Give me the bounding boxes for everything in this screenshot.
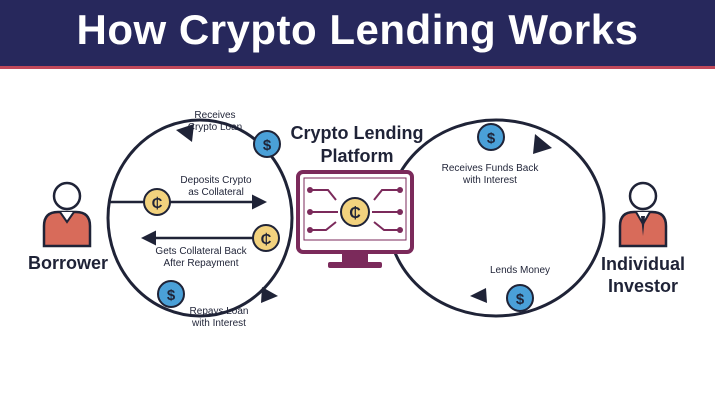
investor-person-icon [618, 181, 668, 248]
svg-text:₵: ₵ [261, 231, 272, 248]
svg-text:$: $ [516, 291, 525, 308]
dollar-coin-icon: $ [157, 280, 185, 308]
deposits-collateral-label-line2: as Collateral [188, 187, 244, 198]
borrower-label: Borrower [28, 253, 108, 273]
receives-funds-label-line1: Receives Funds Back [442, 163, 540, 174]
lends-money-label: Lends Money [490, 265, 550, 276]
investor-label-line1: Individual [601, 254, 685, 274]
svg-text:$: $ [167, 287, 176, 304]
receives-loan-label-line1: Receives [194, 110, 235, 121]
svg-text:$: $ [487, 130, 496, 147]
collateral-back-label-line1: Gets Collateral Back [155, 246, 247, 257]
borrower-person-icon [42, 181, 92, 248]
platform-monitor-icon: ₵ [296, 170, 414, 268]
crypto-coin-icon: ₵ [252, 224, 280, 252]
header-bar: How Crypto Lending Works [0, 0, 715, 69]
receives-loan-label-line2: Crypto Loan [188, 122, 242, 133]
arrow-repays-loan [261, 287, 278, 303]
dollar-coin-icon: $ [506, 284, 534, 312]
platform-title-line2: Platform [320, 146, 393, 166]
svg-text:₵: ₵ [152, 195, 163, 212]
page-title: How Crypto Lending Works [76, 6, 639, 53]
svg-text:$: $ [263, 137, 272, 154]
dollar-coin-icon: $ [253, 130, 281, 158]
deposits-collateral-label-line1: Deposits Crypto [180, 175, 252, 186]
arrow-receives-funds [533, 134, 552, 154]
investor-label-line2: Investor [608, 276, 678, 296]
crypto-coin-icon: ₵ [143, 188, 171, 216]
arrow-receives-loan [176, 124, 194, 142]
repays-loan-label-line1: Repays Loan [190, 306, 249, 317]
repays-loan-label-line2: with Interest [191, 318, 246, 329]
platform-coin-symbol: ₵ [349, 205, 361, 222]
dollar-coin-icon: $ [477, 123, 505, 151]
borrower-loop [106, 118, 294, 318]
collateral-back-label-line2: After Repayment [163, 258, 238, 269]
receives-funds-label-line2: with Interest [462, 175, 517, 186]
arrow-lends-money [470, 288, 487, 303]
platform-title-line1: Crypto Lending [291, 123, 424, 143]
